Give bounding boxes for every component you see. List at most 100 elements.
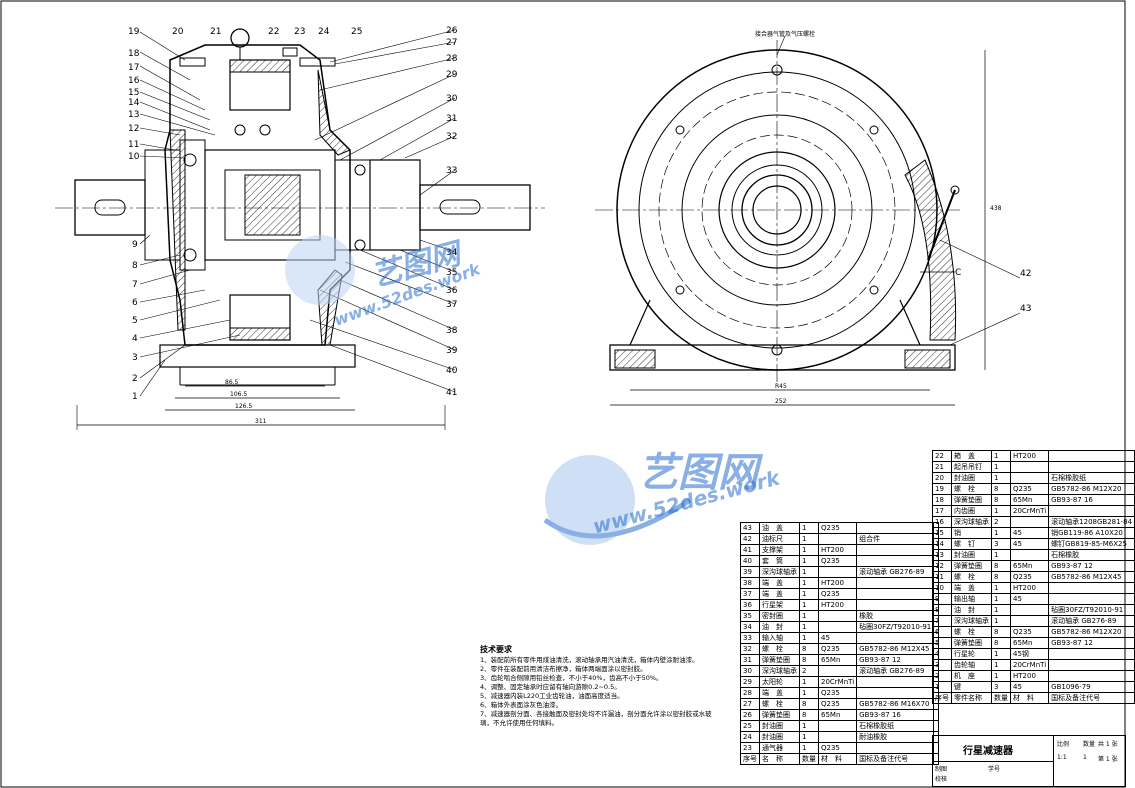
side-top-note: 接合器气管及气压螺栓: [755, 30, 815, 38]
callout-15: 15: [128, 88, 139, 98]
bom-cell: 滚动轴承 GB276-89: [1048, 615, 1135, 627]
bom-cell: 26: [740, 709, 760, 721]
bom-cell: 1: [799, 566, 819, 578]
bom-cell: [1048, 670, 1135, 682]
label-qty: 数量: [1083, 741, 1096, 748]
bom-cell: GB5782-86 M12X45: [1048, 571, 1135, 583]
bom-cell: [1048, 461, 1135, 473]
callout-20: 20: [172, 27, 184, 37]
bom-cell: HT200: [1009, 450, 1050, 462]
bom-cell: 36: [740, 599, 760, 611]
bom-cell: [1048, 648, 1135, 660]
bom-cell: [817, 731, 858, 743]
bom-cell: [1048, 582, 1135, 594]
bom-cell: [1009, 472, 1050, 484]
bom-cell: [1009, 549, 1050, 561]
callout-43: 43: [1020, 304, 1031, 314]
bom-cell: [1009, 516, 1050, 528]
bom-cell: 15: [932, 527, 952, 539]
bom-cell: GB5782-86 M12X20: [1048, 626, 1135, 638]
label-drawn: 制图: [935, 766, 948, 773]
bom-cell: [817, 665, 858, 677]
bom-cell: 1: [799, 610, 819, 622]
bom-cell: [817, 621, 858, 633]
bom-cell: 1: [991, 461, 1011, 473]
bom-cell: 1: [799, 687, 819, 699]
bom-cell: 45: [1009, 538, 1050, 550]
bom-cell: 39: [740, 566, 760, 578]
bom-cell: [856, 687, 935, 699]
bom-cell: 密封圈: [759, 610, 800, 622]
bom-cell: 橡胶: [856, 610, 935, 622]
bom-cell: 17: [932, 505, 952, 517]
bom-cell: 输出轴: [951, 593, 992, 605]
tech-item: 6、箱体外表面涂灰色油漆。: [480, 701, 563, 709]
bom-cell: 油标尺: [759, 533, 800, 545]
callout-34: 34: [446, 248, 458, 258]
bom-cell: 45: [1009, 593, 1050, 605]
bom-cell: GB5782-86 M16X70: [856, 698, 935, 710]
bom-cell: 7: [932, 615, 952, 627]
callout-31: 31: [446, 114, 457, 124]
bom-cell: 20: [932, 472, 952, 484]
bom-cell: 耐油橡胶: [856, 731, 935, 743]
bom-cell: 滚动轴承 GB276-89: [856, 665, 935, 677]
bom-cell: 34: [740, 621, 760, 633]
callout-37: 37: [446, 300, 457, 310]
callout-13: 13: [128, 110, 139, 120]
bom-cell: 深沟球轴承: [951, 516, 992, 528]
bom-cell: [817, 720, 858, 732]
bom-cell: 螺 栓: [759, 698, 800, 710]
bom-cell: 5: [932, 637, 952, 649]
bom-cell: 37: [740, 588, 760, 600]
bom-cell: Q235: [817, 555, 858, 567]
bom-cell: [933, 753, 940, 765]
bom-cell: 输入轴: [759, 632, 800, 644]
bom-cell: 65Mn: [1009, 560, 1050, 572]
bom-cell: 端 盖: [759, 577, 800, 589]
bom-cell: 38: [740, 577, 760, 589]
bom-cell: 端 盖: [951, 582, 992, 594]
bom-cell: 28: [740, 687, 760, 699]
front-leaders: [139, 29, 456, 397]
label-no: 学号: [988, 766, 1001, 773]
bom-cell: 27: [740, 698, 760, 710]
bom-row: 序号名 称数量材 料国标及备注代号: [740, 753, 940, 765]
bom-cell: GB1096-79: [1048, 681, 1135, 693]
bom-cell: GB93-87 12: [1048, 560, 1135, 572]
bom-cell: 零件名称: [951, 692, 992, 704]
bom-cell: 油 盖: [759, 522, 800, 534]
bom-cell: 1: [799, 588, 819, 600]
bom-cell: 1: [799, 621, 819, 633]
bom-cell: 材 料: [817, 753, 858, 765]
bom-cell: 机 座: [951, 670, 992, 682]
bom-cell: 12: [932, 560, 952, 572]
bom-cell: 支撑架: [759, 544, 800, 556]
bom-cell: 封油圈: [759, 731, 800, 743]
bom-cell: 弹簧垫圈: [951, 560, 992, 572]
bom-cell: 1: [991, 593, 1011, 605]
bom-cell: 8: [991, 494, 1011, 506]
bom-cell: 8: [991, 626, 1011, 638]
bom-cell: 20CrMnTi: [817, 676, 858, 688]
callout-27: 27: [446, 38, 457, 48]
bom-cell: 1: [991, 615, 1011, 627]
bom-cell: 油 封: [759, 621, 800, 633]
bom-row: 序号零件名称数量材 料国标及备注代号: [932, 692, 1135, 704]
bom-cell: 8: [991, 483, 1011, 495]
bom-cell: 1: [799, 533, 819, 545]
side-dim-bottom2: 252: [775, 398, 787, 405]
bom-cell: [1009, 615, 1050, 627]
bom-cell: 键: [951, 681, 992, 693]
